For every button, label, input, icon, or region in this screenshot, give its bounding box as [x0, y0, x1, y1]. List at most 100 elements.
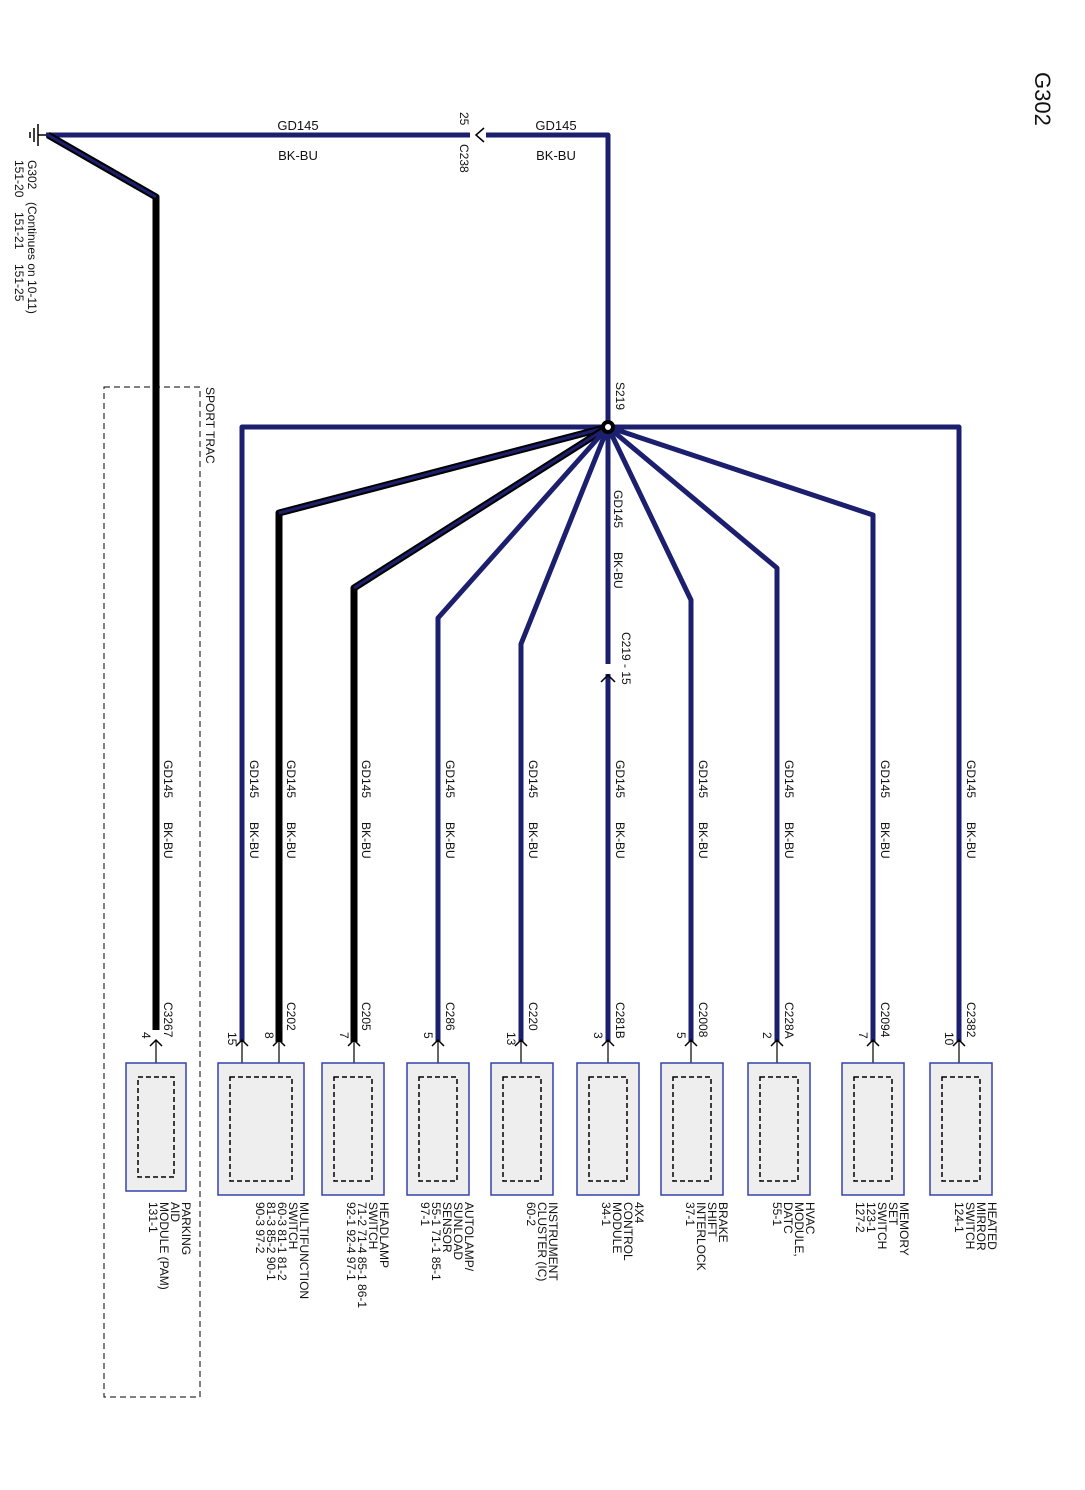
pin-number: 10 — [942, 1032, 956, 1046]
top-wire — [46, 131, 611, 1030]
inline-gap — [603, 664, 613, 674]
module-text: HEADLAMP — [377, 1202, 391, 1268]
ground-symbol-icon — [29, 124, 46, 146]
wire-circuit: GD145 — [247, 760, 261, 798]
pin-label-extra: 15 — [225, 1032, 239, 1046]
module-text: BRAKE — [716, 1202, 730, 1243]
module-text-line: SWITCH — [366, 1202, 380, 1249]
connector-label-7: C228A — [782, 1002, 796, 1039]
module-box — [217, 1062, 305, 1196]
module-text-line: 81-3 85-2 90-1 — [264, 1202, 278, 1281]
module-box — [660, 1062, 724, 1196]
module-text: 124-1 — [952, 1202, 966, 1233]
ground-ref-2: 151-21 — [12, 212, 26, 250]
branch-wire — [435, 425, 610, 1042]
module-text-line: 124-1 — [952, 1202, 966, 1233]
branch-wire — [606, 425, 780, 1042]
pin-label-5: 3 — [591, 1032, 605, 1039]
wire-circuit: GD145 — [161, 760, 175, 798]
ground-note: (Continues on 10-11) — [25, 202, 39, 314]
pin-label-0: 4 — [139, 1032, 153, 1039]
module-text: SENSOR — [440, 1202, 454, 1253]
module-box — [841, 1062, 905, 1196]
module-text: AID — [168, 1202, 182, 1222]
module-text-line: SENSOR — [440, 1202, 454, 1253]
branch-wire-overlay — [353, 425, 609, 590]
wire-circuit: GD145 — [878, 760, 892, 798]
module-text-line: AUTOLAMP/ — [462, 1202, 476, 1272]
module-text: 90-3 97-2 — [253, 1202, 267, 1254]
pin-number: 3 — [591, 1032, 605, 1039]
connector-name: C281B — [613, 1002, 627, 1039]
pin-number: 2 — [760, 1032, 774, 1039]
connector-name: C2094 — [878, 1002, 892, 1038]
module-text: MEMORY — [897, 1202, 911, 1256]
connector-name: C3267 — [161, 1002, 175, 1038]
wire-circuit: GD145 — [696, 760, 710, 798]
module-text: 55-1 71-1 85-1 — [429, 1202, 443, 1281]
module-text-line: 127-2 — [853, 1202, 867, 1233]
pin-number: 15 — [225, 1032, 239, 1046]
module-text-line: 123-1 — [864, 1202, 878, 1233]
inline-connector-icon — [600, 673, 616, 683]
module-text-line: DATC — [781, 1202, 795, 1234]
connector-name: C286 — [443, 1002, 457, 1031]
module-text: SWITCH — [875, 1202, 889, 1249]
connector-label-8: C2094 — [878, 1002, 892, 1038]
page-id: G302 — [1030, 72, 1055, 126]
module-text-line: 60-2 — [524, 1202, 538, 1226]
module-text-line: 90-3 97-2 — [253, 1202, 267, 1254]
module-text-line: MIRROR — [974, 1202, 988, 1251]
module-text: SWITCH — [366, 1202, 380, 1249]
pin-label-7: 2 — [760, 1032, 774, 1039]
module-text-line: BRAKE — [716, 1202, 730, 1243]
module-inner-outline — [137, 1076, 175, 1178]
module-inner-outline — [333, 1076, 373, 1182]
module-text-line: 60-3 81-1 81-2 — [275, 1202, 289, 1281]
module-inner-outline — [941, 1076, 981, 1182]
pin-label-6: 5 — [674, 1032, 688, 1039]
module-text-line: MEMORY — [897, 1202, 911, 1256]
module-text-line: SHIFT — [705, 1202, 719, 1237]
module-text-line: SWITCH — [963, 1202, 977, 1249]
module-text-line: 131-1 — [146, 1202, 160, 1233]
module-text-line: SET — [886, 1202, 900, 1226]
branch-wire — [275, 423, 609, 1042]
module-text: 34-1 — [599, 1202, 613, 1226]
module-box — [125, 1062, 187, 1192]
module-text: 127-2 — [853, 1202, 867, 1233]
module-text-line: MULTIFUNCTION — [297, 1202, 311, 1299]
wire-circuit: GD145 — [964, 760, 978, 798]
module-text-line: 92-1 92-4 97-1 — [344, 1202, 358, 1281]
pin-number: 7 — [856, 1032, 870, 1039]
top-wire-right-color: BK-BU — [536, 148, 576, 163]
module-text-line: HEATED — [985, 1202, 999, 1250]
pin-label-1: 8 — [262, 1032, 276, 1039]
pin-number: 13 — [504, 1032, 518, 1046]
module-text: DATC — [781, 1202, 795, 1234]
module-text-line: 4X4 — [632, 1202, 646, 1224]
module-text-line: CONTROL — [621, 1202, 635, 1261]
splice-label: S219 — [613, 382, 627, 410]
branch-wire — [605, 425, 694, 1042]
wire-color: BK-BU — [696, 822, 710, 859]
sport-trac-box — [103, 386, 201, 1398]
module-inner-outline — [588, 1076, 628, 1182]
pin-label-9: 10 — [942, 1032, 956, 1046]
center-inline-connector: C219 - 15 — [619, 632, 633, 685]
module-inner-outline — [853, 1076, 893, 1182]
module-text: 123-1 — [864, 1202, 878, 1233]
module-text-line: SWITCH — [875, 1202, 889, 1249]
center-wire-circuit: GD145 — [611, 490, 625, 528]
module-text: 60-3 81-1 81-2 — [275, 1202, 289, 1281]
module-text: HVAC — [803, 1202, 817, 1235]
wire-color: BK-BU — [964, 822, 978, 859]
pin-number: 5 — [421, 1032, 435, 1039]
